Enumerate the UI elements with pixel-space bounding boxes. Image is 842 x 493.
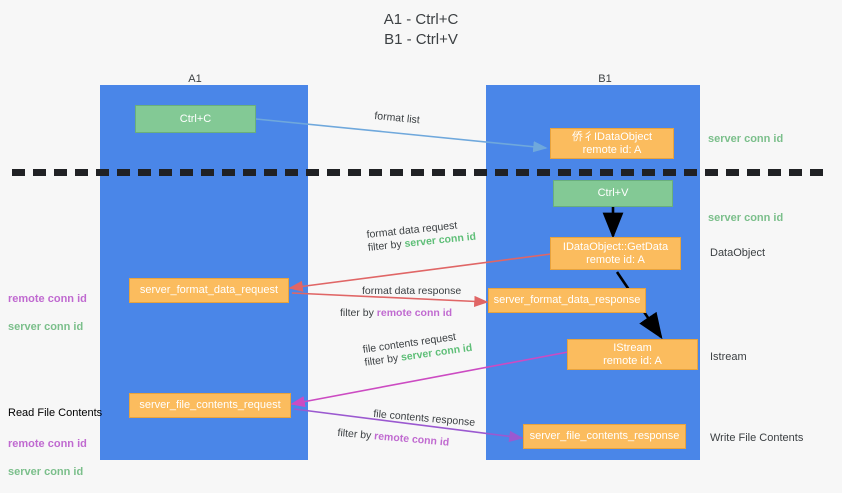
edge-label-format-data-response: format data response filter by remote co… xyxy=(340,285,461,320)
right-annotation-server-conn-id-second: server conn id xyxy=(708,212,784,224)
remote-conn-id-label: remote conn id xyxy=(8,293,87,305)
filter-by-prefix: filter by xyxy=(367,238,406,254)
read-file-contents-heading: Read File Contents xyxy=(8,407,103,419)
left-annotation-conn-ids-upper: remote conn id server conn id xyxy=(8,278,87,348)
edge-file-contents-request xyxy=(290,351,569,408)
dashed-divider xyxy=(12,169,830,176)
node-server-format-data-response[interactable]: server_format_data_response xyxy=(488,288,646,313)
remote-conn-id-key: remote conn id xyxy=(376,307,453,319)
node-server-file-contents-response[interactable]: server_file_contents_response xyxy=(523,424,686,449)
lane-header-a1-title: A1 xyxy=(188,73,202,85)
remote-conn-id-label: remote conn id xyxy=(8,438,87,450)
filter-by-prefix: filter by xyxy=(340,307,377,319)
node-ctrl-v[interactable]: Ctrl+V xyxy=(553,180,673,207)
right-annotation-dataobject: DataObject xyxy=(710,247,766,259)
filter-by-prefix: filter by xyxy=(337,426,375,443)
lane-header-b1-title: B1 xyxy=(598,73,612,85)
right-annotation-write-file-contents: Write File Contents xyxy=(710,432,804,444)
edge-label-format-data-response-line1: format data response xyxy=(362,285,462,297)
right-annotation-server-conn-id-top: server conn id xyxy=(708,133,784,145)
edge-format-list xyxy=(255,118,548,153)
server-conn-id-label: server conn id xyxy=(8,466,84,478)
edge-file-contents-response xyxy=(293,408,524,442)
edge-label-format-data-response-line2: filter by remote conn id xyxy=(340,307,461,320)
node-ctrl-c[interactable]: Ctrl+C xyxy=(135,105,256,133)
node-istream[interactable]: IStream remote id: A xyxy=(567,339,698,370)
node-server-format-data-request[interactable]: server_format_data_request xyxy=(129,278,289,303)
left-annotation-read-file-contents: Read File Contents remote conn id server… xyxy=(8,392,102,493)
node-idataobject-getdata[interactable]: IDataObject::GetData remote id: A xyxy=(550,237,681,270)
right-annotation-istream: Istream xyxy=(710,351,747,363)
server-conn-id-label: server conn id xyxy=(8,321,84,333)
edge-format-data-response xyxy=(291,292,489,308)
page-title: A1 - Ctrl+C B1 - Ctrl+V xyxy=(383,11,459,48)
edge-format-data-request xyxy=(288,253,552,292)
node-idataobject[interactable]: 侨彳IDataObject remote id: A xyxy=(550,128,674,159)
node-server-file-contents-request[interactable]: server_file_contents_request xyxy=(129,393,291,418)
